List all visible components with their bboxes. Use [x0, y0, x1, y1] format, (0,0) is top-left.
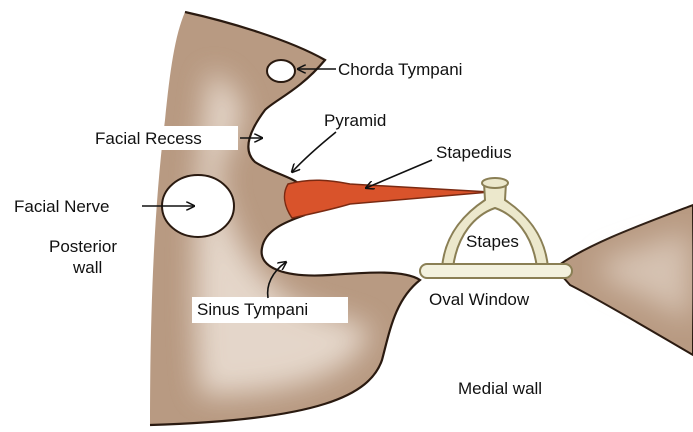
posterior-wall-label-line1: Posterior [49, 237, 117, 256]
oval-window-label: Oval Window [429, 290, 530, 309]
medial-wall-bone [555, 205, 693, 355]
facial-nerve-label: Facial Nerve [14, 197, 109, 216]
pyramid-label: Pyramid [324, 111, 386, 130]
chorda-tympani-opening [267, 60, 295, 82]
stapes-head [482, 178, 508, 188]
stapedius-muscle [285, 180, 490, 218]
medial-wall-label: Medial wall [458, 379, 542, 398]
facial-recess-label: Facial Recess [95, 129, 202, 148]
stapes-footplate [420, 264, 572, 278]
sinus-tympani-label: Sinus Tympani [197, 300, 308, 319]
posterior-wall-label-line2: wall [72, 258, 102, 277]
stapedius-arrow [366, 160, 432, 188]
chorda-tympani-label: Chorda Tympani [338, 60, 462, 79]
stapedius-label: Stapedius [436, 143, 512, 162]
pyramid-arrow [292, 132, 336, 172]
stapes-label: Stapes [466, 232, 519, 251]
stapes-arch [442, 183, 548, 268]
